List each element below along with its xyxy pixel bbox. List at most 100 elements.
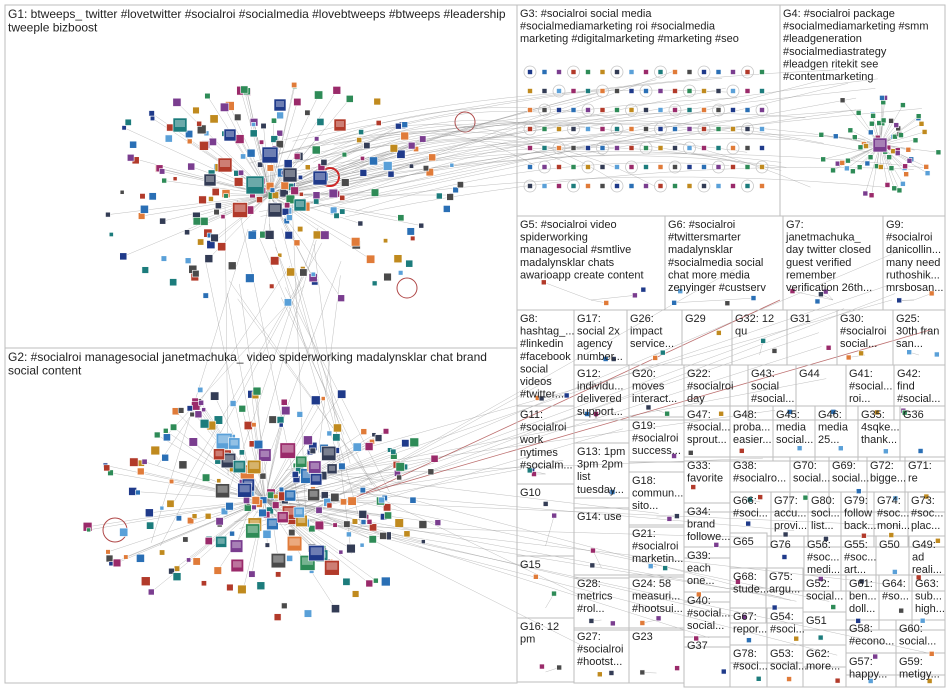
- node: [731, 165, 736, 170]
- node: [281, 603, 287, 609]
- node: [409, 164, 413, 168]
- group-label-line: videos: [520, 376, 552, 388]
- group-label-line: G75:: [769, 571, 793, 583]
- node: [160, 218, 166, 224]
- node: [586, 108, 591, 113]
- group-label-g59: G59:metigy...: [899, 656, 940, 681]
- node: [658, 70, 663, 75]
- group-label-line: G47:: [687, 409, 711, 421]
- node: [658, 146, 663, 151]
- node: [760, 146, 765, 151]
- node: [745, 165, 750, 170]
- node: [148, 589, 154, 595]
- node: [120, 528, 128, 536]
- node: [663, 566, 668, 571]
- node: [173, 98, 181, 106]
- node: [597, 672, 602, 677]
- group-label-line: awarioapp create content: [520, 269, 644, 281]
- group-label-g58: G58:#econo...: [849, 623, 894, 648]
- node: [688, 450, 693, 455]
- node: [234, 178, 243, 187]
- group-label-line: G27:: [577, 631, 601, 643]
- node: [199, 141, 208, 150]
- group-label-g18: G18:commun...sito...: [632, 475, 683, 512]
- group-label-g13: G13: 1pm3pm 2pmlisttuesday...: [577, 446, 625, 496]
- group-label-g39: G39:eachone...: [687, 550, 715, 587]
- node: [310, 448, 316, 454]
- group-label-line: sito...: [632, 500, 658, 512]
- node: [87, 528, 91, 532]
- group-label-line: G71:: [908, 460, 932, 472]
- node: [600, 108, 605, 113]
- node: [761, 338, 766, 343]
- group-label-line: follow: [844, 508, 872, 520]
- group-label-line: G51: [806, 615, 827, 627]
- node: [340, 195, 345, 200]
- group-label-line: #facebook: [520, 351, 571, 363]
- node: [195, 411, 202, 418]
- group-label-line: chat more media: [668, 269, 751, 281]
- node: [230, 400, 236, 406]
- node: [317, 118, 324, 125]
- node: [716, 146, 721, 151]
- group-label-g53: G53:social...: [770, 648, 807, 673]
- node-hub: [267, 518, 279, 530]
- node-hub: [233, 460, 245, 472]
- node: [673, 165, 678, 170]
- node: [542, 184, 547, 189]
- group-label-line: sprout...: [687, 434, 727, 446]
- node: [610, 621, 615, 626]
- group-label-line: G10: [520, 487, 541, 499]
- group-label-line: 25...: [818, 434, 839, 446]
- group-label-line: G73:: [911, 495, 935, 507]
- node-hub: [268, 203, 282, 217]
- node: [557, 184, 562, 189]
- group-label-g60: G60:social...: [899, 623, 936, 648]
- group-label-line: #social...: [687, 608, 730, 620]
- node: [408, 142, 415, 149]
- node: [687, 70, 692, 75]
- group-label-line: G19:: [632, 420, 656, 432]
- node: [629, 89, 634, 94]
- group-label-line: social...: [806, 591, 843, 603]
- node: [243, 497, 249, 503]
- node: [105, 212, 110, 217]
- node: [721, 669, 726, 674]
- group-label-g54: G54:#soci...: [770, 611, 805, 636]
- node: [279, 423, 283, 427]
- group-label-line: proba...: [733, 422, 770, 434]
- node: [571, 108, 576, 113]
- group-label-line: ad: [912, 552, 924, 564]
- node: [869, 121, 874, 126]
- node: [297, 411, 303, 417]
- group-label-g14: G14: use: [577, 511, 622, 523]
- node: [760, 108, 765, 113]
- node: [375, 435, 382, 442]
- group-label-g15: G15: [520, 559, 541, 571]
- group-label-line: G41:: [849, 368, 873, 380]
- node: [528, 184, 533, 189]
- node: [542, 146, 547, 151]
- group-label-line: many need: [886, 257, 940, 269]
- group-label-line: easier...: [733, 434, 772, 446]
- node: [395, 123, 401, 129]
- group-label-line: G6: #socialroi: [668, 219, 735, 231]
- node: [321, 492, 328, 499]
- node: [154, 432, 160, 438]
- group-label-line: individu...: [577, 381, 623, 393]
- node: [202, 474, 210, 482]
- group-label-line: G57:: [849, 656, 873, 668]
- group-label-g21: G21:#socialroimarketin...: [632, 528, 683, 565]
- group-label-g72: G72:bigge...: [870, 460, 906, 485]
- group-label-line: #socialmedia social: [668, 257, 763, 269]
- node: [880, 95, 885, 100]
- node: [281, 182, 289, 190]
- node-hub: [262, 147, 278, 163]
- node: [395, 519, 404, 528]
- node: [644, 127, 649, 132]
- node: [337, 390, 345, 398]
- node: [149, 193, 156, 200]
- node-hub: [224, 129, 236, 141]
- node: [303, 436, 312, 445]
